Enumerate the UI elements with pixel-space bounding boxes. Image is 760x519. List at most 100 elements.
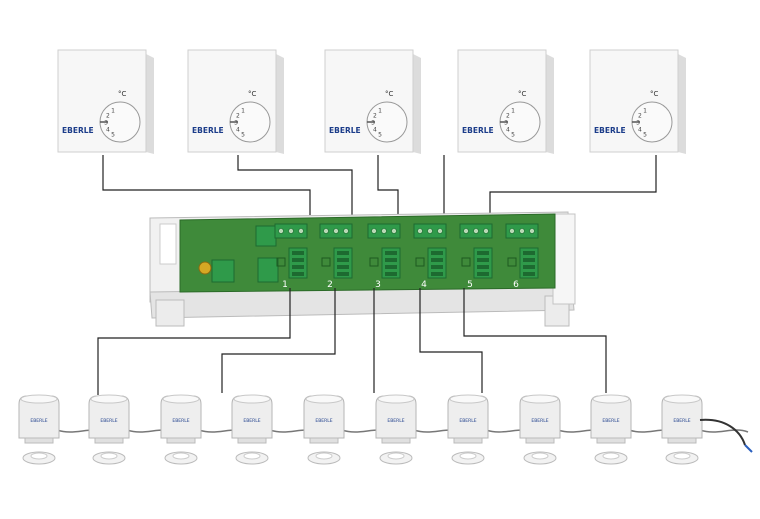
terminal-screw: [391, 228, 397, 234]
wire-thermostat-3: [377, 155, 399, 215]
actuator-base: [309, 437, 339, 444]
terminal-screw: [509, 228, 515, 234]
dial-number: 3: [234, 120, 238, 127]
dial-number: 1: [378, 107, 382, 114]
terminal-slot: [523, 265, 535, 269]
actuator-brand-logo: EBERLE: [30, 418, 47, 424]
thermostat-unit-label: °C: [518, 90, 527, 98]
dial-number: 4: [638, 127, 642, 134]
terminal-slot: [523, 272, 535, 276]
zone-block-4: 4: [413, 223, 447, 290]
valve-adapter-hole: [100, 452, 118, 460]
terminal-screw: [298, 228, 304, 234]
fuse-component: [198, 261, 212, 275]
terminal-screw: [483, 228, 489, 234]
valve-adapter-hole: [387, 452, 405, 460]
thermostat-side: [546, 54, 554, 154]
zone-led: [415, 257, 425, 267]
terminal-slot: [292, 265, 304, 269]
actuator-brand-logo: EBERLE: [673, 418, 690, 424]
terminal-slot: [292, 272, 304, 276]
actuator-2: EBERLE: [88, 394, 176, 465]
power-terminal-block: [255, 225, 277, 247]
zone-number-label: 3: [375, 280, 381, 290]
dial-number: 2: [236, 113, 240, 120]
actuator-brand-logo: EBERLE: [531, 418, 548, 424]
thermostat-side: [678, 54, 686, 154]
dial-number: 4: [106, 127, 110, 134]
actuator-cap: [162, 394, 200, 404]
dial-number: 2: [638, 113, 642, 120]
terminal-slot: [292, 251, 304, 255]
actuator-cap: [592, 394, 630, 404]
dial-number: 1: [111, 107, 115, 114]
terminal-slot: [431, 251, 443, 255]
terminal-slot: [523, 258, 535, 262]
actuator-base: [381, 437, 411, 444]
actuator-base: [24, 437, 54, 444]
wire-actuator-5: [463, 288, 607, 393]
dial-number: 3: [104, 120, 108, 127]
thermostat-brand-logo: EBERLE: [594, 126, 626, 135]
terminal-screw: [371, 228, 377, 234]
terminal-slot: [385, 265, 397, 269]
terminal-slot: [292, 258, 304, 262]
actuator-cable-end-blue: [744, 444, 753, 453]
thermostat-side: [413, 54, 421, 154]
terminal-screw: [381, 228, 387, 234]
wire-thermostat-1: [102, 155, 311, 215]
actuator-base: [166, 437, 196, 444]
actuator-4: EBERLE: [231, 394, 319, 465]
terminal-slot: [477, 265, 489, 269]
actuator-brand-logo: EBERLE: [243, 418, 260, 424]
zone-led: [276, 257, 286, 267]
thermostat-wires: [102, 155, 657, 215]
actuator-cable-end: [699, 418, 746, 446]
dial-number: 5: [643, 132, 647, 139]
actuator-terminal: [288, 247, 308, 279]
terminal-slot: [337, 258, 349, 262]
power-terminal-block-lower: [257, 257, 279, 283]
actuator-cap: [377, 394, 415, 404]
actuator-brand-logo: EBERLE: [315, 418, 332, 424]
terminal-slot: [477, 272, 489, 276]
actuator-1: EBERLE: [18, 394, 106, 465]
dial-number: 1: [241, 107, 245, 114]
thermostat-brand-logo: EBERLE: [192, 126, 224, 135]
wire-actuator-2: [221, 288, 336, 393]
valve-adapter-hole: [243, 452, 261, 460]
zone-block-2: 2: [319, 223, 353, 290]
terminal-screw: [437, 228, 443, 234]
actuator-cable: [699, 429, 749, 433]
thermostat-row: °C54321EBERLE°C54321EBERLE°C54321EBERLE°…: [57, 49, 686, 154]
dial-number: 4: [373, 127, 377, 134]
terminal-slot: [385, 272, 397, 276]
terminal-slot: [385, 258, 397, 262]
dial-number: 5: [241, 132, 245, 139]
dial-number: 1: [511, 107, 515, 114]
actuator-cap: [305, 394, 343, 404]
thermostat-brand-logo: EBERLE: [62, 126, 94, 135]
terminal-screw: [417, 228, 423, 234]
thermostat-side: [276, 54, 284, 154]
thermostat-unit-label: °C: [385, 90, 394, 98]
terminal-slot: [477, 258, 489, 262]
actuator-cap: [20, 394, 58, 404]
dial-number: 5: [111, 132, 115, 139]
zone-led: [507, 257, 517, 267]
actuator-terminal: [333, 247, 353, 279]
dial-number: 5: [511, 132, 515, 139]
terminal-slot: [431, 258, 443, 262]
dial-number: 2: [373, 113, 377, 120]
actuator-9: EBERLE: [590, 394, 678, 465]
thermostat-side: [146, 54, 154, 154]
terminal-slot: [337, 251, 349, 255]
actuator-wires: [97, 288, 607, 395]
actuator-terminal: [427, 247, 447, 279]
terminal-slot: [337, 272, 349, 276]
wire-thermostat-2: [237, 155, 353, 215]
